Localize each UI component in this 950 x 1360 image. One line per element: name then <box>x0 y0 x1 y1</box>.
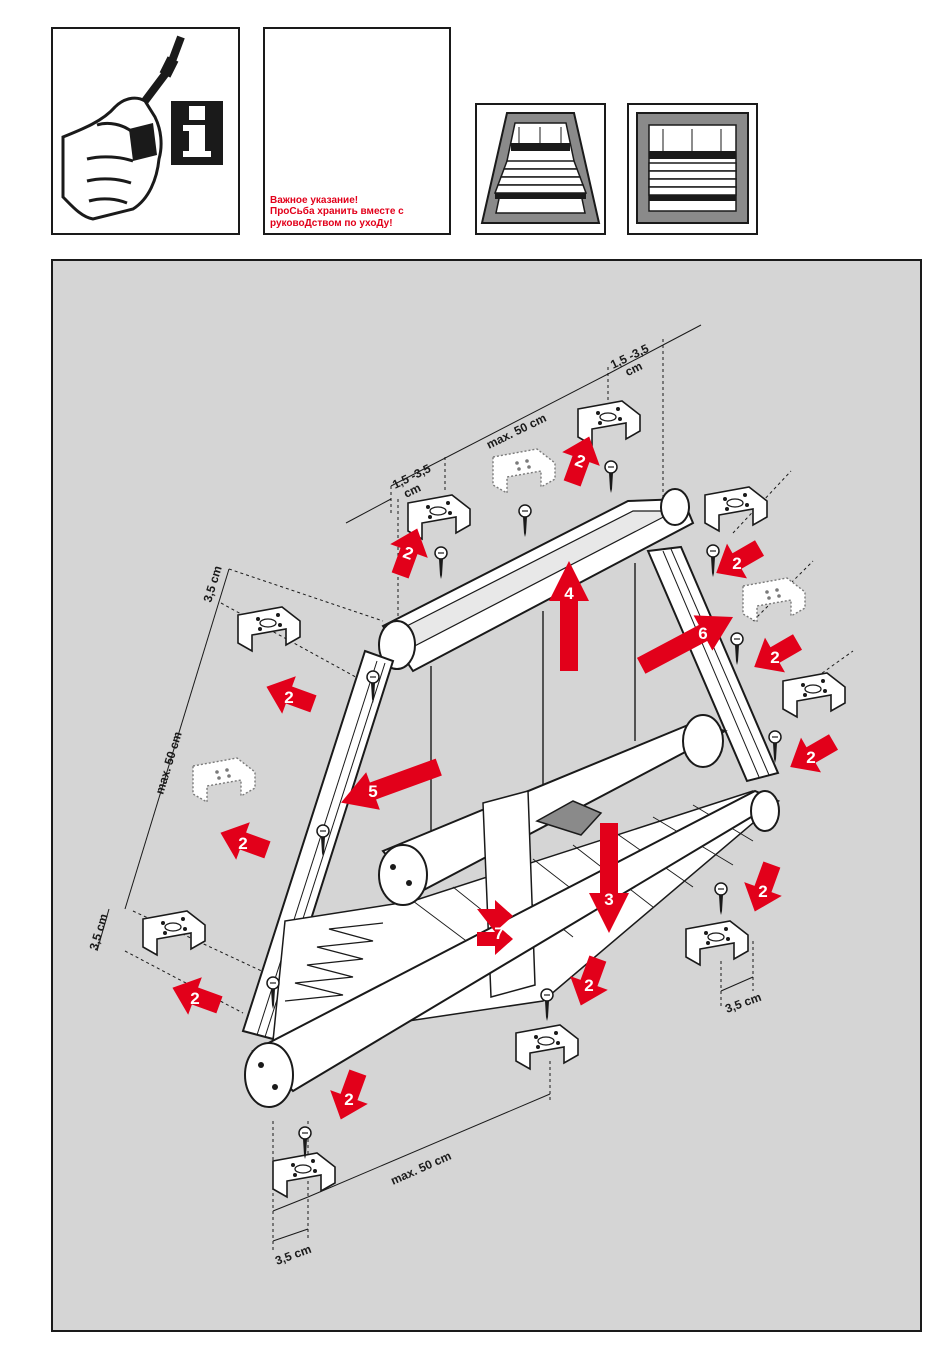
step-label-6: 6 <box>698 624 707 643</box>
dim-right-offset: 3,5 cm <box>723 990 763 1016</box>
rectangle-window-icon <box>627 103 758 235</box>
note-line-3: руковоДством по ухоДу! <box>270 218 404 230</box>
step-label-2: 2 <box>584 976 593 995</box>
important-note-box: Важное указание! ПроСьба хранить вместе … <box>263 27 451 235</box>
step-label-2: 2 <box>770 648 779 667</box>
dim-left-max: max. 50 cm <box>152 730 184 796</box>
dim-top-right-offset: 1,5 -3,5 cm <box>608 340 659 384</box>
dimension-lines <box>97 325 853 1251</box>
dim-top-max: max. 50 cm <box>484 411 548 452</box>
step-label-2: 2 <box>190 989 199 1008</box>
dim-left-top-offset: 3,5 cm <box>200 564 224 604</box>
step-label-7: 7 <box>494 924 503 943</box>
info-icon <box>171 101 223 165</box>
installation-diagram: 2 2 2 2 2 2 2 2 2 2 2 4 3 5 6 7 1,5 -3,5 <box>53 261 920 1330</box>
dim-left-bottom-offset: 3,5 cm <box>86 912 110 952</box>
step-label-4: 4 <box>564 584 574 603</box>
step-label-5: 5 <box>368 782 377 801</box>
note-line-1: Важное указание! <box>270 195 404 207</box>
important-note-text: Важное указание! ПроСьба хранить вместе … <box>270 195 404 230</box>
trapezoid-window-icon <box>475 103 606 235</box>
info-icon-box <box>51 27 240 235</box>
step-label-2: 2 <box>732 554 741 573</box>
step-label-2: 2 <box>238 834 247 853</box>
dimension-labels: 1,5 -3,5 cm max. 50 cm 1,5 -3,5 cm 3,5 c… <box>86 340 763 1268</box>
step-label-3: 3 <box>604 890 613 909</box>
note-line-2: ПроСьба хранить вместе с <box>270 206 404 218</box>
step-label-2: 2 <box>344 1090 353 1109</box>
dim-bottom-max: max. 50 cm <box>389 1149 454 1188</box>
step-label-2: 2 <box>758 882 767 901</box>
dim-top-left-offset: 1,5 -3,5 cm <box>390 460 441 504</box>
step-label-2: 2 <box>284 688 293 707</box>
step-label-2: 2 <box>806 748 815 767</box>
assembly-diagram-panel: 2 2 2 2 2 2 2 2 2 2 2 4 3 5 6 7 1,5 -3,5 <box>51 259 922 1332</box>
screwdriver-hand-icon <box>53 29 238 233</box>
dim-bottom-offset: 3,5 cm <box>273 1242 313 1268</box>
